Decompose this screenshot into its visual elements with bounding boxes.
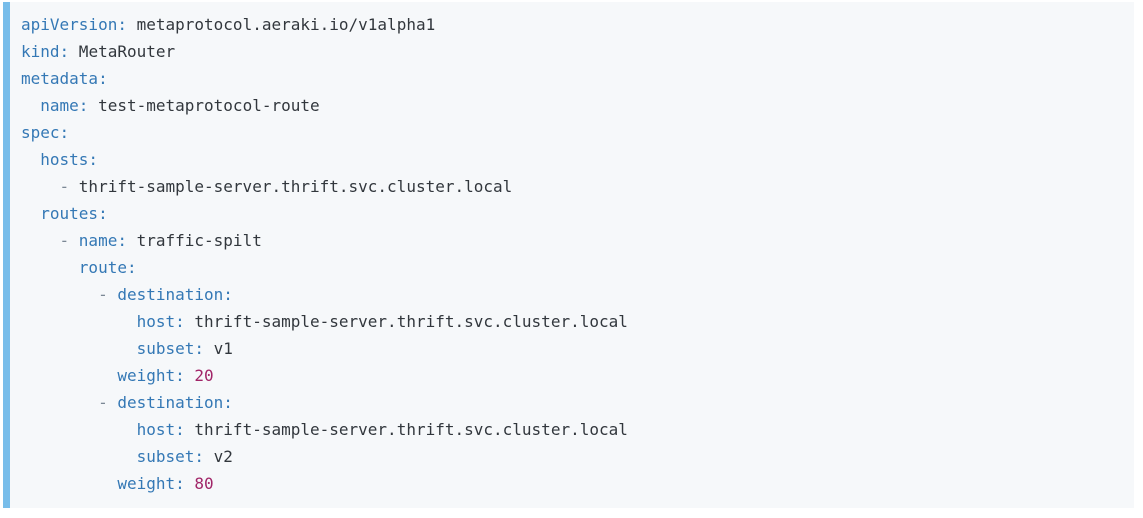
code-token-plain: metaprotocol.aeraki.io/v1alpha1: [126, 15, 436, 34]
code-token-key: hosts:: [40, 150, 99, 169]
code-token-plain: v2: [204, 447, 233, 466]
code-token-key: destination:: [117, 285, 233, 304]
code-token-key: weight:: [117, 474, 185, 493]
code-token-plain: thrift-sample-server.thrift.svc.cluster.…: [184, 312, 628, 331]
code-line: - destination:: [21, 389, 1120, 416]
code-token-dash: -: [59, 231, 79, 250]
code-token-number: 20: [194, 366, 214, 385]
code-token-plain: [21, 447, 137, 466]
code-token-key: spec:: [21, 123, 70, 142]
code-line: kind: MetaRouter: [21, 38, 1120, 65]
code-line: route:: [21, 254, 1120, 281]
code-line: weight: 80: [21, 470, 1120, 497]
code-token-key: kind:: [21, 42, 70, 61]
code-token-key: destination:: [117, 393, 233, 412]
code-token-key: subset:: [136, 339, 205, 358]
code-token-number: 80: [194, 474, 214, 493]
code-token-key: host:: [136, 420, 185, 439]
code-token-plain: [21, 96, 40, 115]
code-token-plain: traffic-spilt: [126, 231, 262, 250]
code-token-key: subset:: [136, 447, 205, 466]
code-token-key: weight:: [117, 366, 185, 385]
code-token-plain: [21, 339, 137, 358]
code-line: - name: traffic-spilt: [21, 227, 1120, 254]
code-token-key: apiVersion:: [21, 15, 127, 34]
code-token-key: host:: [136, 312, 185, 331]
code-line: routes:: [21, 200, 1120, 227]
code-token-plain: [21, 204, 40, 223]
code-token-plain: [21, 366, 117, 385]
code-token-plain: [21, 312, 137, 331]
code-token-plain: [21, 231, 60, 250]
code-token-plain: [21, 150, 40, 169]
code-token-dash: -: [98, 393, 118, 412]
code-token-plain: MetaRouter: [69, 42, 176, 61]
code-token-plain: v1: [204, 339, 233, 358]
code-token-key: routes:: [40, 204, 108, 223]
code-token-plain: test-metaprotocol-route: [88, 96, 320, 115]
code-line: weight: 20: [21, 362, 1120, 389]
code-line: hosts:: [21, 146, 1120, 173]
code-line: - thrift-sample-server.thrift.svc.cluste…: [21, 173, 1120, 200]
code-token-plain: [185, 366, 195, 385]
code-token-plain: [21, 474, 117, 493]
code-line: name: test-metaprotocol-route: [21, 92, 1120, 119]
code-token-key: name:: [40, 96, 89, 115]
code-line: subset: v2: [21, 443, 1120, 470]
code-token-plain: thrift-sample-server.thrift.svc.cluster.…: [184, 420, 628, 439]
code-token-plain: [21, 393, 98, 412]
code-token-plain: [21, 258, 79, 277]
code-token-plain: [21, 177, 60, 196]
code-token-key: route:: [78, 258, 137, 277]
code-lines: apiVersion: metaprotocol.aeraki.io/v1alp…: [21, 11, 1120, 497]
code-line: metadata:: [21, 65, 1120, 92]
code-token-plain: [21, 420, 137, 439]
code-line: subset: v1: [21, 335, 1120, 362]
yaml-code-block: apiVersion: metaprotocol.aeraki.io/v1alp…: [3, 2, 1134, 508]
code-token-dash: -: [98, 285, 118, 304]
code-token-plain: thrift-sample-server.thrift.svc.cluster.…: [78, 177, 513, 196]
code-token-key: name:: [78, 231, 127, 250]
code-token-plain: [21, 285, 98, 304]
code-line: host: thrift-sample-server.thrift.svc.cl…: [21, 308, 1120, 335]
code-line: host: thrift-sample-server.thrift.svc.cl…: [21, 416, 1120, 443]
code-token-key: metadata:: [21, 69, 108, 88]
code-line: apiVersion: metaprotocol.aeraki.io/v1alp…: [21, 11, 1120, 38]
code-line: spec:: [21, 119, 1120, 146]
code-token-dash: -: [59, 177, 79, 196]
code-token-plain: [185, 474, 195, 493]
code-line: - destination:: [21, 281, 1120, 308]
